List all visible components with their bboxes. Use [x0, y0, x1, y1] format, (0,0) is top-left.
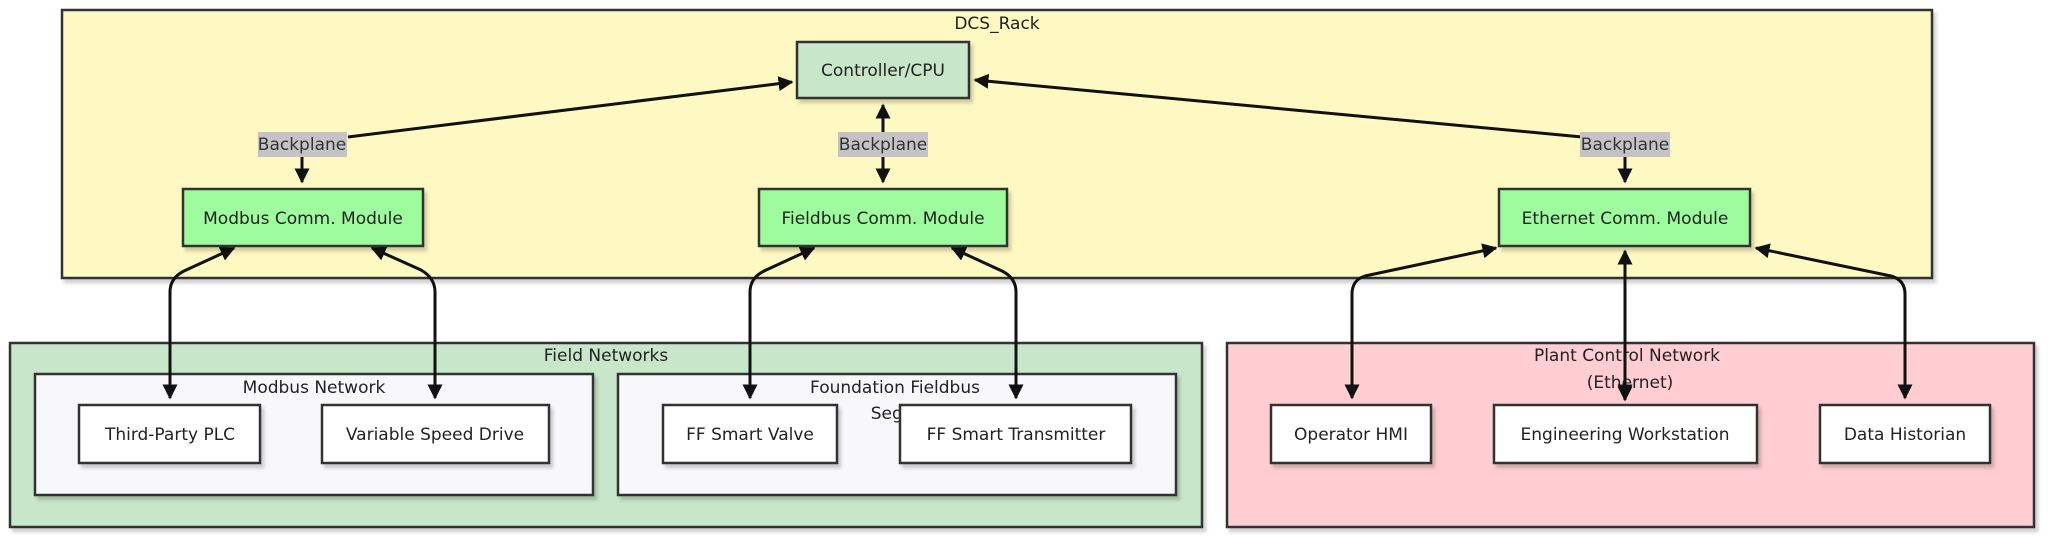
node-operator-hmi-label: Operator HMI	[1294, 425, 1408, 445]
edge-label-fieldbus-backplane: Backplane	[838, 132, 928, 157]
node-ff-smart-transmitter-box[interactable]	[898, 403, 1133, 465]
cluster-modbus-network-label: Modbus Network	[243, 378, 386, 398]
node-controller-cpu-box[interactable]	[795, 40, 971, 100]
edge-fieldbus-module-transmitter	[950, 246, 1024, 400]
edge-label-modbus-backplane: Backplane	[258, 132, 347, 157]
node-controller-cpu[interactable]: Controller/CPU	[795, 40, 971, 100]
edge-ethernet-module-historian	[1754, 243, 1913, 400]
node-engineering-workstation-label: Engineering Workstation	[1521, 425, 1730, 445]
node-engineering-workstation[interactable]: Engineering Workstation	[1492, 403, 1759, 465]
node-ff-smart-transmitter[interactable]: FF Smart Transmitter	[898, 403, 1133, 465]
node-ethernet-comm-module-label: Ethernet Comm. Module	[1522, 209, 1729, 229]
edge-label-fieldbus-backplane-bg	[838, 132, 928, 157]
node-operator-hmi[interactable]: Operator HMI	[1269, 403, 1433, 465]
edge-label-ethernet-backplane-bg	[1580, 132, 1670, 157]
node-third-party-plc[interactable]: Third-Party PLC	[77, 403, 262, 465]
edge-label-fieldbus-backplane-text: Backplane	[839, 135, 927, 155]
edge-label-ethernet-backplane-text: Backplane	[1581, 135, 1669, 155]
node-variable-speed-drive[interactable]: Variable Speed Drive	[320, 403, 551, 465]
node-modbus-comm-module-label: Modbus Comm. Module	[203, 209, 403, 229]
node-data-historian[interactable]: Data Historian	[1818, 403, 1992, 465]
edges	[162, 73, 1913, 400]
edge-modbus-module-to-cpu	[347, 76, 794, 139]
node-operator-hmi-box[interactable]	[1269, 403, 1433, 465]
node-ff-smart-transmitter-label: FF Smart Transmitter	[927, 425, 1106, 445]
cluster-plant-control-network-label: Plant Control Network	[1534, 346, 1720, 366]
edge-label-modbus-backplane-text: Backplane	[258, 135, 346, 155]
edge-label-modbus-backplane-bg	[258, 132, 347, 157]
node-ethernet-comm-module[interactable]: Ethernet Comm. Module	[1497, 187, 1752, 248]
node-controller-cpu-label: Controller/CPU	[821, 61, 945, 81]
node-data-historian-label: Data Historian	[1844, 425, 1966, 445]
node-variable-speed-drive-box[interactable]	[320, 403, 551, 465]
edge-ethernet-module-hmi	[1344, 243, 1498, 400]
edge-modbus-module-plc	[162, 246, 236, 400]
node-fieldbus-comm-module[interactable]: Fieldbus Comm. Module	[757, 187, 1009, 248]
node-third-party-plc-label: Third-Party PLC	[104, 425, 235, 445]
edge-label-ethernet-backplane: Backplane	[1580, 132, 1670, 157]
node-ff-smart-valve-box[interactable]	[661, 403, 839, 465]
edge-modbus-module-vsd	[370, 246, 443, 400]
node-data-historian-box[interactable]	[1818, 403, 1992, 465]
node-fieldbus-comm-module-label: Fieldbus Comm. Module	[781, 209, 984, 229]
node-modbus-comm-module[interactable]: Modbus Comm. Module	[181, 187, 425, 248]
node-fieldbus-comm-module-box[interactable]	[757, 187, 1009, 248]
cluster-field-networks-label: Field Networks	[544, 346, 669, 366]
node-ff-smart-valve-label: FF Smart Valve	[686, 425, 814, 445]
node-ethernet-comm-module-box[interactable]	[1497, 187, 1752, 248]
edge-ethernet-module-to-cpu	[973, 73, 1583, 139]
cluster-dcs-rack-label: DCS_Rack	[954, 14, 1039, 34]
edge-fieldbus-module-valve	[742, 246, 816, 400]
node-modbus-comm-module-box[interactable]	[181, 187, 425, 248]
cluster-plant-control-network-label-2: (Ethernet)	[1587, 373, 1674, 393]
node-ff-smart-valve[interactable]: FF Smart Valve	[661, 403, 839, 465]
node-engineering-workstation-box[interactable]	[1492, 403, 1759, 465]
node-third-party-plc-box[interactable]	[77, 403, 262, 465]
node-variable-speed-drive-label: Variable Speed Drive	[346, 425, 524, 445]
cluster-foundation-fieldbus-label: Foundation Fieldbus	[810, 378, 980, 398]
